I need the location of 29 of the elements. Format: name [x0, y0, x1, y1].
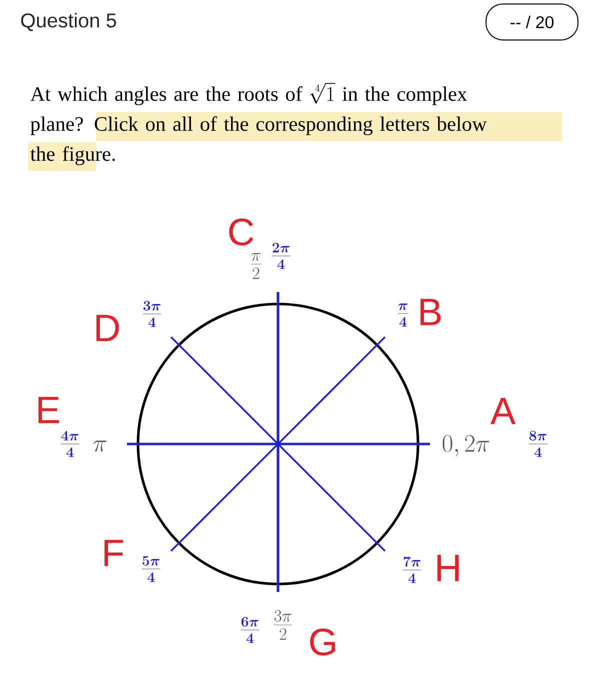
answer-letter: D — [96, 314, 119, 342]
angle-label: $\frac{8\pi}{4}$ — [528, 430, 548, 457]
angle-label: $\frac{\pi}{2}$ — [250, 253, 262, 279]
angle-label: $\frac{7\pi}{4}$ — [402, 556, 422, 583]
answer-letter: B — [420, 298, 441, 326]
answer-letter: G — [310, 628, 335, 656]
label: the figure. — [30, 146, 115, 166]
angle-label: $\frac{3\pi}{2}$ — [274, 610, 292, 640]
angle-label: $\frac{2\pi}{4}$ — [272, 242, 290, 269]
angle-label: $\pi$ — [93, 440, 106, 452]
angle-label: $\frac{6\pi}{4}$ — [240, 616, 260, 643]
angle-label: $\frac{\pi}{4}$ — [398, 304, 408, 326]
question-title: Question 5 — [21, 12, 116, 32]
label: Click on all of the corresponding letters below — [94, 116, 487, 136]
angle-label: $\frac{3\pi}{4}$ — [142, 300, 162, 327]
angle-label: $0,2\pi$ — [442, 435, 490, 456]
angle-label: $\frac{4\pi}{4}$ — [60, 430, 80, 457]
label: At which angles are the roots of — [30, 86, 302, 106]
label: in the complex — [342, 86, 468, 106]
answer-letter: H — [437, 554, 459, 582]
answer-letter: A — [490, 398, 516, 424]
score-badge: -- / 20 — [486, 4, 578, 40]
angle-label: $\frac{5\pi}{4}$ — [142, 556, 160, 582]
question-text: At which angles are the roots of $\sqrt[4]{1}$ in the complex plane? Click on all of the corresponding letters below the figure. — [28, 83, 562, 171]
answer-letter: F — [104, 540, 124, 566]
answer-letter: C — [229, 218, 254, 246]
label: $\sqrt[4]{1}$ — [310, 83, 336, 104]
label: plane? — [30, 116, 83, 136]
answer-letter: E — [38, 396, 60, 424]
